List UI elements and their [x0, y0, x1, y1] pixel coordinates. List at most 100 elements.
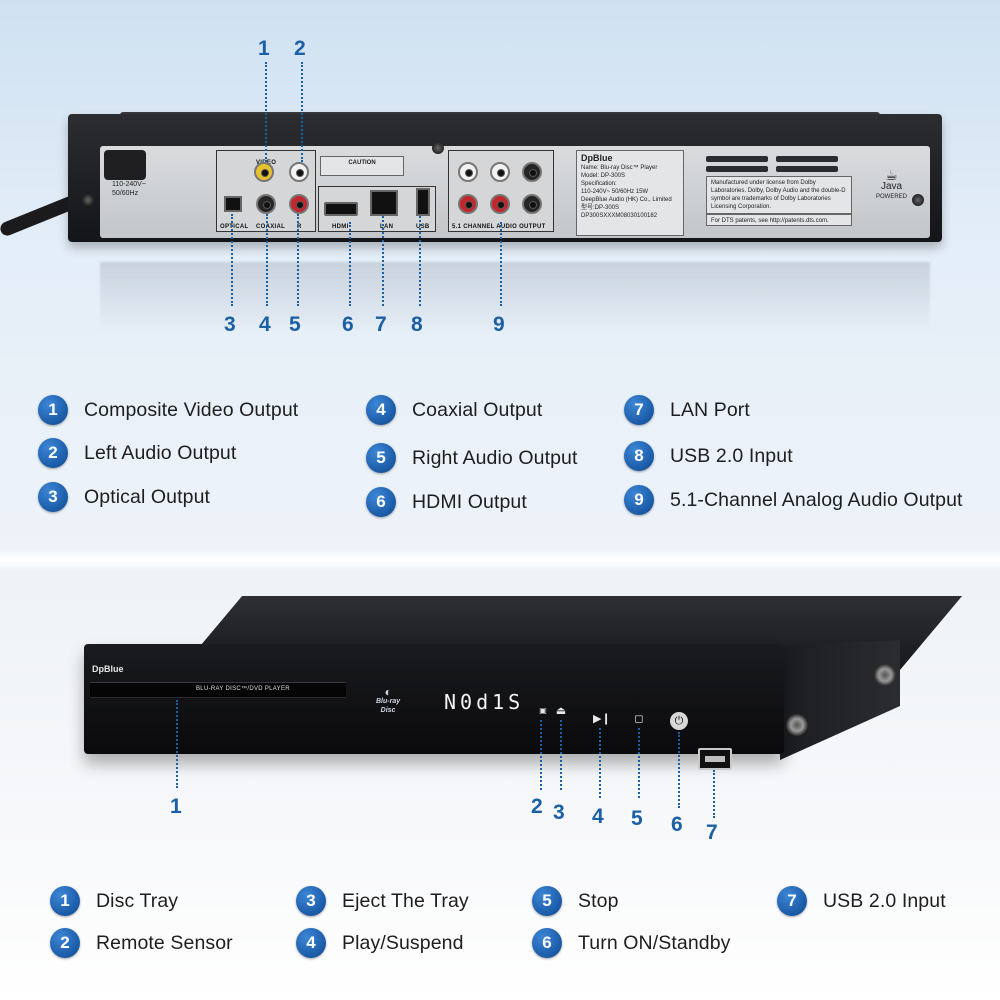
- front-callout-2: 2: [531, 795, 543, 818]
- number-badge: 7: [777, 886, 807, 916]
- side-jack: [874, 664, 896, 686]
- number-badge: 9: [624, 485, 654, 515]
- vent: [776, 166, 838, 172]
- r-port-label: R: [297, 224, 302, 230]
- nameplate-company: DeepBlue Audio (HK) Co., Limited: [581, 197, 672, 203]
- front-callout-5: 5: [631, 807, 643, 830]
- caution-label: CAUTION: [320, 156, 404, 176]
- front-callout-3: 3: [553, 801, 565, 824]
- surround-right-jack: [490, 194, 510, 214]
- power-plug: [104, 150, 146, 180]
- bluray-disc-icon: ◐: [384, 685, 392, 699]
- play-pause-icon[interactable]: ▶❙: [593, 713, 611, 725]
- legend-label: USB 2.0 Input: [823, 889, 946, 912]
- front-left-jack: [458, 162, 478, 182]
- surround-port-label: 5.1 CHANNEL AUDIO OUTPUT: [452, 224, 546, 230]
- legend-label: Play/Suspend: [342, 931, 464, 954]
- nameplate-brand: DpBlue: [581, 153, 613, 163]
- rear-callout-7: 7: [375, 313, 387, 336]
- legend-item-lan: 7 LAN Port: [624, 393, 750, 427]
- power-icon[interactable]: ⏻: [670, 712, 688, 730]
- composite-video-jack: [254, 162, 274, 182]
- dolby-license: Manufactured under license from Dolby La…: [706, 176, 852, 214]
- rear-callout-9: 9: [493, 313, 505, 336]
- vent: [706, 166, 768, 172]
- surround-left-jack: [490, 162, 510, 182]
- usb-port-label: USB: [416, 224, 430, 230]
- legend-label: Coaxial Output: [412, 398, 543, 421]
- rear-callout-4: 4: [259, 313, 271, 336]
- legend-label: 5.1-Channel Analog Audio Output: [670, 488, 963, 511]
- number-badge: 2: [50, 928, 80, 958]
- coaxial-port-label: COAXIAL: [256, 224, 286, 230]
- legend-label: Composite Video Output: [84, 398, 299, 421]
- legend-item-remote-sensor: 2 Remote Sensor: [50, 926, 233, 960]
- hdmi-port-label: HDMI: [332, 224, 349, 230]
- right-audio-jack: [289, 194, 309, 214]
- front-display: N0d1S: [444, 690, 525, 714]
- center-jack: [522, 162, 542, 182]
- legend-label: Turn ON/Standby: [578, 931, 731, 954]
- front-usb-port: [698, 748, 732, 770]
- legend-label: Right Audio Output: [412, 446, 578, 469]
- left-audio-jack: [289, 162, 309, 182]
- legend-label: Left Audio Output: [84, 441, 237, 464]
- legend-item-coaxial: 4 Coaxial Output: [366, 393, 542, 427]
- number-badge: 4: [296, 928, 326, 958]
- number-badge: 4: [366, 395, 396, 425]
- screw-icon: [912, 194, 924, 206]
- number-badge: 6: [366, 487, 396, 517]
- remote-sensor-icon: ▣: [539, 706, 547, 715]
- number-badge: 5: [366, 443, 396, 473]
- subwoofer-jack: [522, 194, 542, 214]
- rear-callout-1: 1: [258, 37, 270, 60]
- legend-item-front-usb: 7 USB 2.0 Input: [777, 884, 946, 918]
- legend-label: Eject The Tray: [342, 889, 469, 912]
- legend-label: Disc Tray: [96, 889, 179, 912]
- number-badge: 3: [296, 886, 326, 916]
- vent: [706, 156, 768, 162]
- number-badge: 8: [624, 441, 654, 471]
- legend-label: LAN Port: [670, 398, 750, 421]
- screw-icon: [432, 142, 444, 154]
- nameplate: DpBlue Name: Blu-ray Disc™ Player Model:…: [576, 150, 684, 236]
- legend-label: Stop: [578, 889, 619, 912]
- stop-icon[interactable]: ◻: [634, 713, 644, 725]
- legend-item-surround: 9 5.1-Channel Analog Audio Output: [624, 483, 963, 517]
- number-badge: 3: [38, 482, 68, 512]
- front-callout-4: 4: [592, 805, 604, 828]
- number-badge: 2: [38, 438, 68, 468]
- number-badge: 5: [532, 886, 562, 916]
- nameplate-model-code: 型号:DP-300S: [581, 205, 620, 211]
- number-badge: 7: [624, 395, 654, 425]
- legend-item-power: 6 Turn ON/Standby: [532, 926, 731, 960]
- disc-tray-label: BLU-RAY DISC™/DVD PLAYER: [196, 686, 290, 692]
- number-badge: 1: [50, 886, 80, 916]
- side-jack: [786, 714, 808, 736]
- panel-divider: [0, 548, 1000, 572]
- legend-item-right-audio: 5 Right Audio Output: [366, 441, 578, 475]
- front-brand-logo: DpBlue: [92, 664, 124, 674]
- java-logo: ☕ Java POWERED: [876, 167, 908, 200]
- legend-label: HDMI Output: [412, 490, 527, 513]
- front-callout-1: 1: [170, 795, 182, 818]
- rear-callout-3: 3: [224, 313, 236, 336]
- legend-item-optical: 3 Optical Output: [38, 480, 210, 514]
- power-rating: 110-240V~ 50/60Hz: [112, 181, 146, 197]
- eject-icon[interactable]: ⏏: [555, 705, 567, 717]
- legend-item-composite-video: 1 Composite Video Output: [38, 393, 298, 427]
- nameplate-serial: DP300SXXXM08030100182: [581, 213, 658, 219]
- rear-callout-6: 6: [342, 313, 354, 336]
- front-callout-6: 6: [671, 813, 683, 836]
- front-callout-7: 7: [706, 821, 718, 844]
- coaxial-jack: [256, 194, 276, 214]
- disc-tray: [90, 682, 346, 698]
- legend-item-usb: 8 USB 2.0 Input: [624, 439, 793, 473]
- rear-callout-8: 8: [411, 313, 423, 336]
- legend-item-disc-tray: 1 Disc Tray: [50, 884, 178, 918]
- legend-item-stop: 5 Stop: [532, 884, 619, 918]
- legend-item-left-audio: 2 Left Audio Output: [38, 436, 236, 470]
- legend-label: Remote Sensor: [96, 931, 233, 954]
- nameplate-spec: 110-240V~ 50/60Hz 15W: [581, 189, 649, 195]
- bluray-logo: ◐ Blu-ray Disc: [376, 685, 401, 714]
